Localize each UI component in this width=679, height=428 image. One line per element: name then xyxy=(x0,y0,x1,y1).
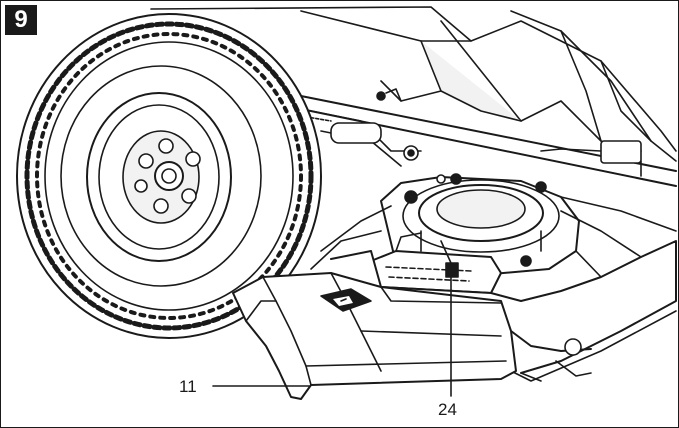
linkage xyxy=(300,88,422,167)
body-panels xyxy=(150,6,677,162)
leader-lines xyxy=(212,270,452,397)
frame-bar xyxy=(300,95,677,187)
wheel-illustration xyxy=(16,13,322,339)
engine-illustration xyxy=(365,173,580,294)
figure-number-badge: 9 xyxy=(5,5,37,35)
callout-24: 24 xyxy=(438,400,457,419)
callout-11: 11 xyxy=(179,377,197,396)
chute-illustration xyxy=(232,272,517,400)
